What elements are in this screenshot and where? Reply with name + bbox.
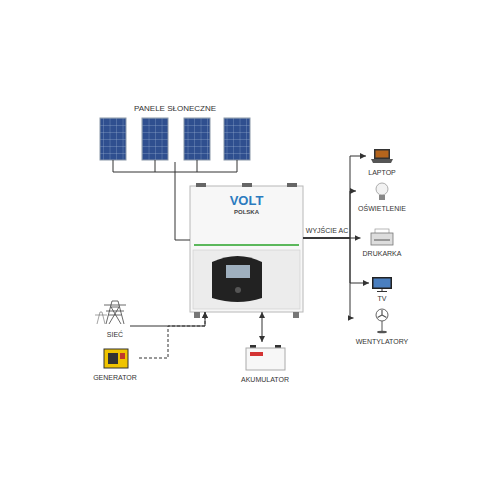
bulb-glass: [376, 183, 388, 195]
brand-logo: VOLT: [230, 194, 264, 209]
mount-tab: [287, 183, 297, 187]
fan-icon: [376, 309, 388, 333]
node-label: AKUMULATOR: [241, 376, 289, 384]
tv-icon: [372, 277, 392, 292]
laptop-lid: [374, 149, 390, 159]
node-label: OŚWIETLENIE: [358, 205, 406, 213]
generator-tank: [120, 353, 125, 359]
node-label: WENTYLATORY: [356, 338, 409, 346]
connector: [303, 191, 356, 238]
generator-source: GENERATOR: [91, 346, 139, 382]
load-device: WENTYLATORY: [354, 308, 411, 346]
laptop-screen: [376, 151, 389, 158]
mount-tab: [196, 183, 206, 187]
solar-panel: [184, 118, 210, 160]
fan-pole: [382, 321, 383, 331]
inverter-body: [190, 186, 303, 312]
pylon-small: [95, 312, 107, 324]
solar-panel: [100, 118, 126, 160]
fan-base: [377, 331, 387, 334]
node-label: TV: [378, 295, 387, 303]
solar-array: PANELE SŁONECZNE: [95, 103, 255, 162]
connector: [303, 156, 366, 238]
fan-blades: [378, 310, 387, 318]
connector: [262, 312, 263, 342]
connector: [303, 238, 354, 318]
battery-case: [246, 348, 285, 370]
brand-logo: POLSKA: [234, 209, 259, 216]
battery-icon: [246, 345, 285, 370]
solar-panel: [142, 118, 168, 160]
solar-panel: [224, 118, 250, 160]
node-label: DRUKARKA: [363, 250, 402, 258]
display-housing: [212, 256, 262, 302]
foot: [293, 312, 299, 318]
connector: [175, 162, 190, 240]
grid-source: SIEĆ: [100, 298, 130, 339]
pylon-lattice: [104, 301, 126, 324]
generator-frame: [104, 349, 128, 368]
node-label: SIEĆ: [107, 331, 123, 339]
inverter: [190, 183, 303, 318]
connector-label: WYJŚCIE AC: [305, 227, 349, 235]
printer-slot: [374, 240, 390, 241]
tv-screen: [374, 279, 391, 288]
bulb-base: [379, 195, 385, 200]
green-stripe: [194, 244, 299, 246]
printer-icon: [371, 229, 393, 245]
tv-frame: [372, 277, 392, 289]
button: [235, 287, 241, 293]
mount-tab: [242, 183, 252, 187]
lcd-screen: [226, 265, 250, 278]
solar-panels: [100, 118, 250, 160]
node-label: GENERATOR: [93, 374, 137, 382]
laptop-base: [371, 159, 393, 163]
inverter: VOLTPOLSKA: [190, 186, 303, 312]
front-panel: [193, 250, 300, 309]
load-device: LAPTOP: [366, 147, 398, 177]
tv-stand: [377, 289, 387, 292]
generator-engine: [108, 353, 118, 364]
connector: [130, 312, 205, 326]
pylon-icon: [95, 301, 126, 324]
fan-guard: [376, 309, 388, 321]
generator-icon: [104, 349, 128, 368]
connector: [139, 312, 205, 358]
laptop-icon: [371, 149, 393, 163]
battery-storage: AKUMULATOR: [238, 342, 292, 384]
printer-body: [371, 233, 393, 245]
node-label: PANELE SŁONECZNE: [134, 104, 216, 113]
bulb-icon: [376, 183, 388, 200]
connector: [303, 238, 369, 283]
battery-logo: [250, 352, 263, 356]
foot: [194, 312, 200, 318]
load-device: DRUKARKA: [361, 229, 404, 258]
load-device: OŚWIETLENIE: [356, 182, 408, 213]
load-device: TV: [369, 275, 395, 303]
node-label: LAPTOP: [368, 169, 396, 177]
